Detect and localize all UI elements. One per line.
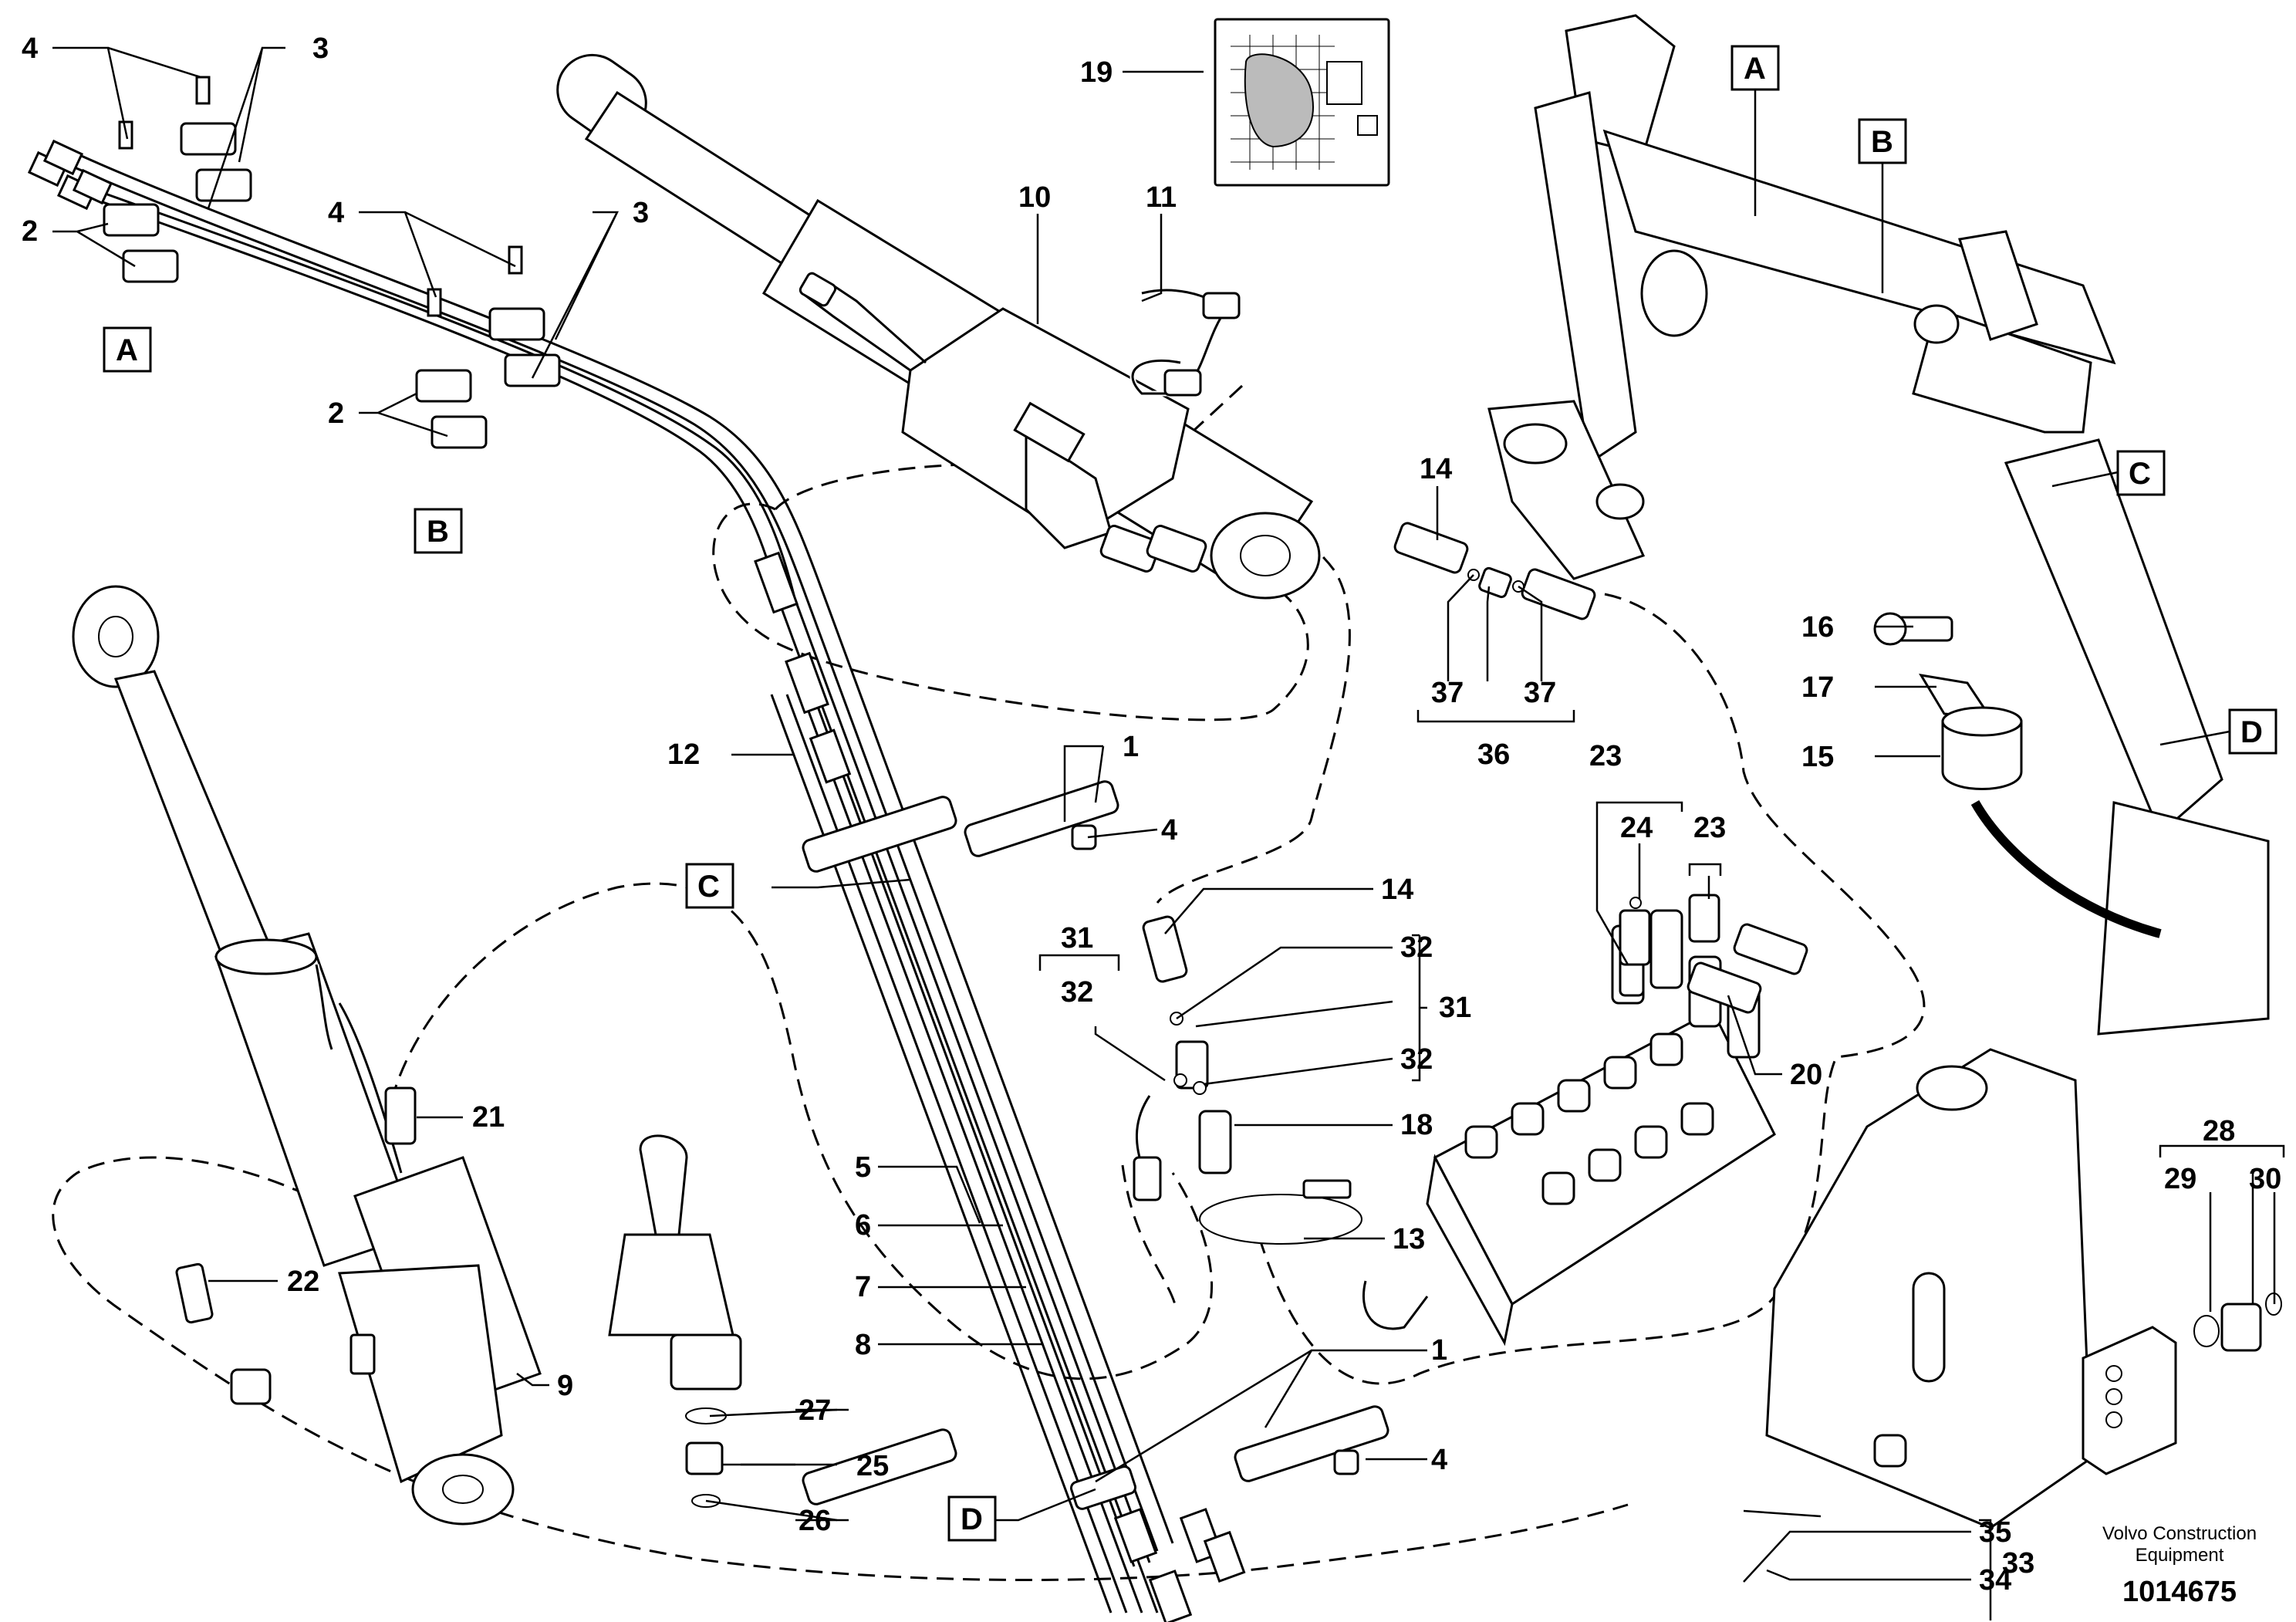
callout-33: 33 (2002, 1547, 2034, 1580)
footer-brand: Volvo Construction Equipment 1014675 (2102, 1523, 2257, 1608)
callout-9: 9 (557, 1370, 573, 1402)
letter-box-b: B (1871, 125, 1893, 159)
callout-32: 32 (1061, 976, 1093, 1009)
callout-4: 4 (1161, 814, 1177, 846)
callout-3: 3 (312, 32, 329, 65)
brand-line-2: Equipment (2136, 1545, 2224, 1566)
pipe-clamps (103, 76, 561, 449)
callout-19: 19 (1080, 56, 1113, 89)
callout-22: 22 (287, 1265, 319, 1298)
callout-4: 4 (1431, 1444, 1447, 1476)
hose-11 (1129, 289, 1241, 397)
callout-21: 21 (472, 1101, 505, 1134)
callout-18: 18 (1400, 1109, 1433, 1141)
joystick (608, 1134, 742, 1508)
letter-boxes: A B C D A B C D (103, 45, 2277, 1542)
callout-37: 37 (1524, 677, 1556, 709)
letter-box-c: C (697, 870, 720, 904)
letter-box-a: A (1744, 52, 1766, 86)
pipe-brackets (802, 780, 1389, 1510)
letter-box-c: C (2129, 457, 2151, 491)
letter-box-d: D (961, 1502, 983, 1536)
callout-13: 13 (1393, 1223, 1425, 1255)
manifold-block (2082, 1293, 2282, 1475)
upper-cylinder (556, 53, 1321, 600)
callout-29: 29 (2164, 1163, 2196, 1195)
letter-box-d: D (2240, 715, 2263, 749)
callout-1: 1 (1123, 731, 1139, 763)
callout-3: 3 (633, 197, 649, 229)
callout-12: 12 (667, 738, 700, 771)
callout-25: 25 (856, 1450, 889, 1482)
callout-5: 5 (855, 1151, 871, 1184)
callout-20: 20 (1790, 1059, 1822, 1091)
callout-1: 1 (1431, 1334, 1447, 1367)
leader-lines (52, 46, 2285, 1620)
callout-30: 30 (2249, 1163, 2281, 1195)
brand-line-1: Volvo Construction (2102, 1523, 2257, 1544)
callout-26: 26 (799, 1505, 831, 1537)
callout-36: 36 (1477, 738, 1510, 771)
callout-8: 8 (855, 1329, 871, 1361)
callout-24: 24 (1620, 812, 1653, 844)
callout-28: 28 (2203, 1115, 2235, 1147)
callout-2: 2 (22, 215, 38, 248)
callout-10: 10 (1018, 181, 1051, 214)
callout-7: 7 (855, 1271, 871, 1303)
callout-37: 37 (1431, 677, 1464, 709)
callout-32: 32 (1400, 1043, 1433, 1076)
callout-15: 15 (1801, 741, 1834, 773)
callout-17: 17 (1801, 671, 1834, 704)
inset-diagram-19 (1214, 18, 1390, 187)
callout-35: 35 (1979, 1516, 2011, 1549)
callout-16: 16 (1801, 611, 1834, 644)
left-cylinder (72, 585, 542, 1526)
dashed-hose-routes (52, 384, 1926, 1581)
callout-2: 2 (328, 397, 344, 430)
callout-23: 23 (1693, 812, 1726, 844)
callout-labels: 4 3 2 4 3 2 19 10 11 14 37 37 36 12 1 4 … (22, 32, 2281, 1597)
callout-31: 31 (1061, 922, 1093, 955)
connectors-14-36-37 (1393, 522, 1596, 620)
drawing-id: 1014675 (2122, 1576, 2237, 1608)
callout-14: 14 (1381, 874, 1413, 906)
letter-box-b: B (427, 515, 449, 549)
callout-4: 4 (328, 197, 344, 229)
callout-31: 31 (1439, 992, 1471, 1024)
control-valve (1362, 894, 1808, 1347)
callout-32: 32 (1400, 931, 1433, 964)
callout-14: 14 (1420, 453, 1452, 485)
callout-23: 23 (1589, 740, 1622, 772)
callout-4: 4 (22, 32, 38, 65)
mid-fittings (1133, 915, 1362, 1245)
callout-27: 27 (799, 1394, 831, 1427)
callout-6: 6 (855, 1209, 871, 1242)
callout-11: 11 (1146, 181, 1177, 214)
hydraulic-tank (1765, 1048, 2092, 1529)
letter-box-a: A (116, 333, 138, 367)
items-15-17 (1873, 612, 2162, 938)
callout-34: 34 (1979, 1564, 2011, 1597)
boom (1487, 14, 2270, 1036)
